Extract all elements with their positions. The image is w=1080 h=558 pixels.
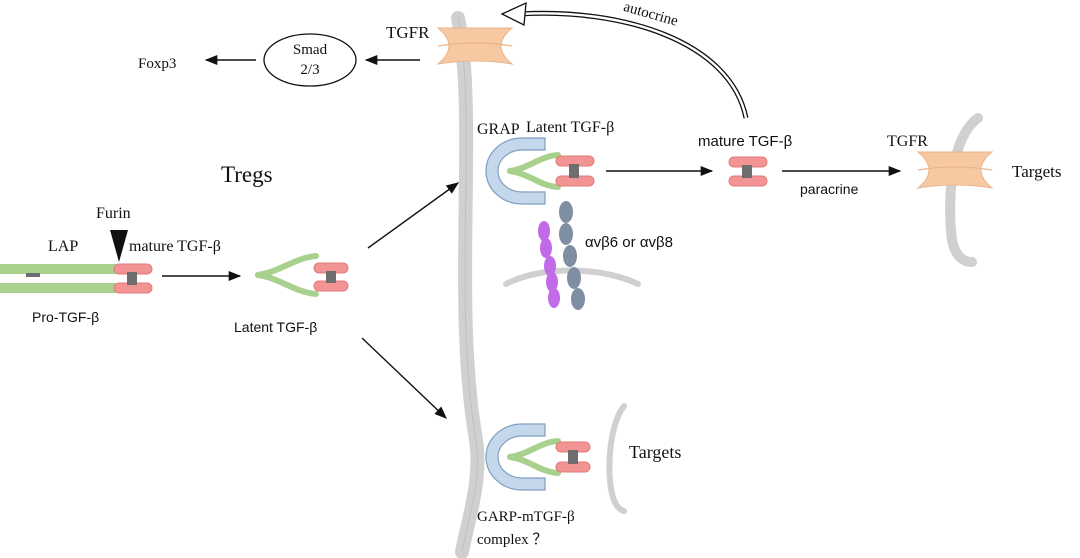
pro-tgf-label: Pro-TGF-β <box>32 309 99 325</box>
mature-tgf-right-label: mature TGF-β <box>698 133 793 150</box>
lap-label: LAP <box>48 238 78 255</box>
autocrine-arrow <box>500 1 749 119</box>
smad-ellipse <box>263 33 357 87</box>
latent-tgf-top-label: Latent TGF-β <box>526 119 614 136</box>
foxp3-label: Foxp3 <box>138 56 176 72</box>
tgfr-receptor-top <box>436 27 514 65</box>
furin-cleavage-marker <box>110 230 128 262</box>
latent-tgf-beta-middle <box>255 253 349 297</box>
garp-latent-complex-upper <box>485 137 595 205</box>
targets-bottom-label: Targets <box>629 442 681 462</box>
latent-tgf-mid-label: Latent TGF-β <box>234 319 317 335</box>
garp-complex-label-line2: complex ？ <box>477 532 547 548</box>
arrow-latent-to-garp-lower <box>361 337 447 419</box>
targets-right-label: Targets <box>1012 162 1061 181</box>
target-membrane-bottom <box>606 403 627 514</box>
smad-label: Smad <box>293 42 328 58</box>
furin-label: Furin <box>96 205 131 222</box>
cell-membrane <box>451 11 485 558</box>
paracrine-label: paracrine <box>800 181 859 197</box>
cell-membrane-edge <box>457 17 478 553</box>
pro-tgf-beta <box>0 263 153 294</box>
arrow-latent-to-garp-upper <box>367 182 460 249</box>
mature-tgf-left-label: mature TGF-β <box>129 238 221 255</box>
tgfr-top-label: TGFR <box>386 23 430 42</box>
garp-complex-label-line1: GARP-mTGF-β <box>477 509 575 525</box>
integrin-label: αvβ6 or αvβ8 <box>585 234 673 251</box>
tgfr-right-label: TGFR <box>887 133 928 150</box>
target-membrane-right <box>945 113 983 267</box>
mature-tgf-beta-right <box>728 156 768 187</box>
grap-label: GRAP <box>477 121 520 138</box>
tgfr-receptor-right <box>916 151 994 189</box>
integrin-alpha-subunit <box>538 221 560 308</box>
tregs-label: Tregs <box>221 162 273 187</box>
garp-latent-complex-lower <box>485 423 591 491</box>
smad-sub-label: 2/3 <box>300 62 319 78</box>
integrin-beta-subunit <box>559 201 585 310</box>
